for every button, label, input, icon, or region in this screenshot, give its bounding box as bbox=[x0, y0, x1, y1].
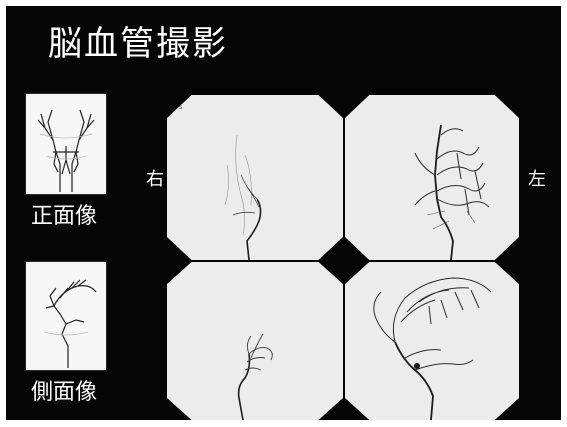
angiogram-left-lateral bbox=[345, 262, 519, 420]
left-lateral-vessels bbox=[345, 262, 519, 420]
label-left: 左 bbox=[528, 169, 546, 190]
slide-panel: 脳血管撮影 正面像 bbox=[6, 6, 561, 420]
angiogram-left-frontal bbox=[345, 95, 519, 260]
frontal-vessel-sketch bbox=[37, 109, 95, 192]
label-lateral: 側面像 bbox=[31, 380, 98, 405]
lateral-diagram bbox=[25, 261, 107, 371]
frontal-diagram bbox=[25, 93, 107, 195]
right-lateral-vessels bbox=[167, 262, 343, 420]
angiogram-right-lateral bbox=[167, 262, 343, 420]
label-frontal: 正面像 bbox=[31, 204, 98, 229]
label-right: 右 bbox=[146, 169, 164, 190]
slide-title: 脳血管撮影 bbox=[48, 24, 228, 64]
right-frontal-vessels bbox=[167, 95, 343, 260]
left-frontal-vessels bbox=[345, 95, 519, 260]
lateral-vessel-sketch bbox=[43, 279, 97, 368]
